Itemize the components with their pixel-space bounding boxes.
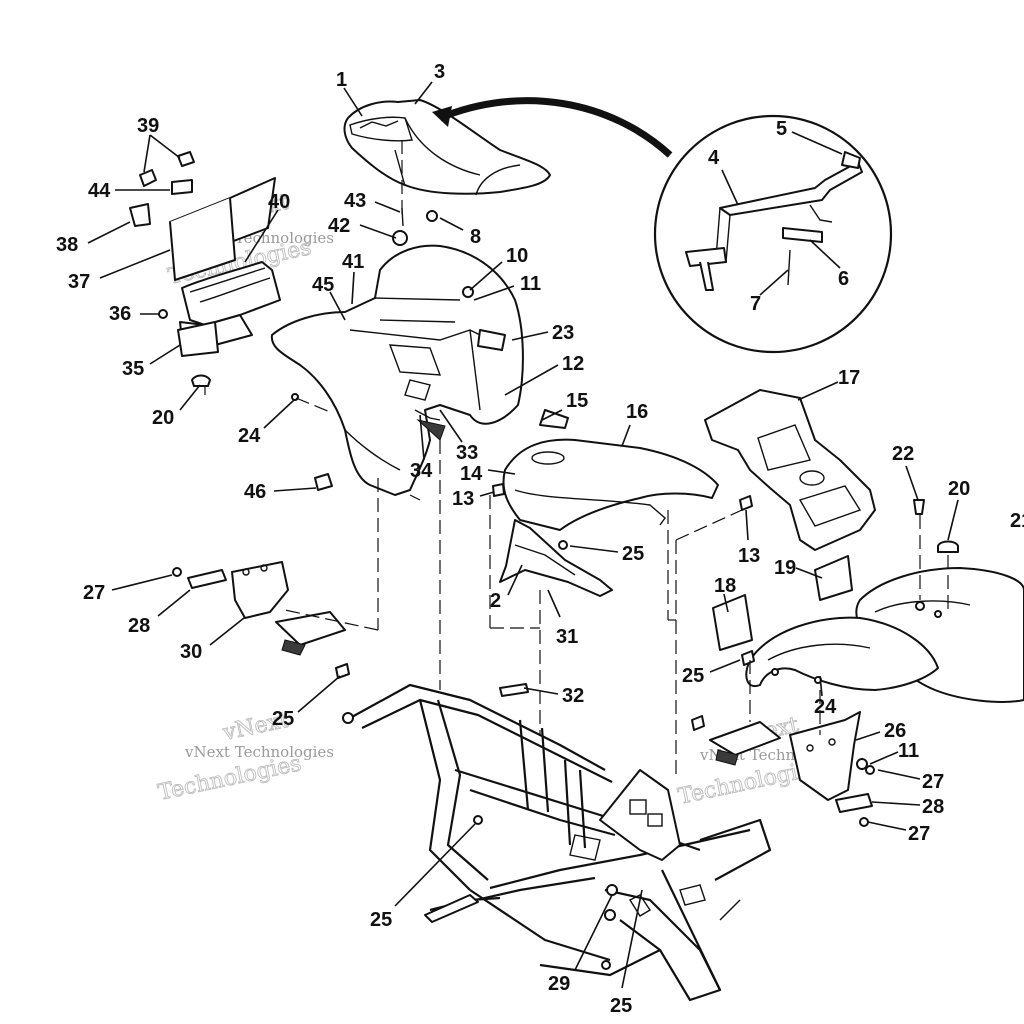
callout-27: 27 bbox=[908, 823, 930, 845]
callouts: 1 3 39 44 40 38 37 43 42 8 10 11 41 45 3… bbox=[56, 61, 1024, 1017]
callout-15: 15 bbox=[566, 390, 588, 412]
callout-20: 20 bbox=[948, 478, 970, 500]
detail-arrow bbox=[438, 97, 673, 158]
side-panel bbox=[499, 519, 613, 597]
callout-13: 13 bbox=[452, 488, 474, 510]
callout-25: 25 bbox=[622, 543, 644, 565]
callout-35: 35 bbox=[122, 358, 144, 380]
main-frame bbox=[342, 683, 772, 1002]
callout-21: 21 bbox=[1010, 510, 1024, 532]
callout-25: 25 bbox=[610, 995, 632, 1017]
callout-32: 32 bbox=[562, 685, 584, 707]
callout-16: 16 bbox=[626, 401, 648, 423]
callout-19: 19 bbox=[774, 557, 796, 579]
callout-5: 5 bbox=[776, 118, 787, 140]
callout-45: 45 bbox=[312, 274, 334, 296]
callout-25: 25 bbox=[682, 665, 704, 687]
callout-11: 11 bbox=[520, 273, 541, 295]
callout-28: 28 bbox=[922, 796, 944, 818]
rear-fender bbox=[270, 207, 524, 496]
callout-42: 42 bbox=[328, 215, 350, 237]
callout-24: 24 bbox=[814, 696, 837, 718]
callout-31: 31 bbox=[556, 626, 578, 648]
callout-24: 24 bbox=[238, 425, 261, 447]
callout-26: 26 bbox=[884, 720, 906, 742]
callout-33: 33 bbox=[456, 442, 478, 464]
callout-17: 17 bbox=[838, 367, 860, 389]
callout-14: 14 bbox=[460, 463, 483, 485]
callout-36: 36 bbox=[109, 303, 131, 325]
front-panel bbox=[492, 409, 719, 531]
callout-40: 40 bbox=[268, 191, 290, 213]
callout-25: 25 bbox=[272, 708, 294, 730]
callout-11: 11 bbox=[898, 740, 919, 762]
callout-10: 10 bbox=[506, 245, 528, 267]
callout-20: 20 bbox=[152, 407, 174, 429]
battery-box bbox=[129, 151, 281, 387]
callout-41: 41 bbox=[342, 251, 364, 273]
front-mudflap-right bbox=[691, 650, 875, 827]
callout-4: 4 bbox=[708, 147, 720, 169]
callout-43: 43 bbox=[344, 190, 366, 212]
callout-18: 18 bbox=[714, 575, 736, 597]
callout-29: 29 bbox=[548, 973, 570, 995]
seat-latch-detail bbox=[653, 114, 893, 354]
callout-12: 12 bbox=[562, 353, 584, 375]
watermark-line2: vNext Technologies bbox=[184, 743, 334, 761]
detail-arrow-head bbox=[432, 106, 452, 127]
callout-30: 30 bbox=[180, 641, 202, 663]
callout-27: 27 bbox=[922, 771, 944, 793]
callout-39: 39 bbox=[137, 115, 159, 137]
callout-28: 28 bbox=[128, 615, 150, 637]
assembly-lines bbox=[204, 140, 949, 780]
callout-27: 27 bbox=[83, 582, 105, 604]
callout-46: 46 bbox=[244, 481, 266, 503]
leader-lines bbox=[87, 81, 959, 989]
callout-13: 13 bbox=[738, 545, 760, 567]
callout-3: 3 bbox=[434, 61, 445, 83]
callout-25: 25 bbox=[370, 909, 392, 931]
callout-44: 44 bbox=[88, 180, 111, 202]
callout-38: 38 bbox=[56, 234, 78, 256]
watermark-bottom-left: vNext vNext Technologies Technologies bbox=[156, 707, 334, 806]
rear-mudflap-left bbox=[172, 561, 350, 679]
callout-22: 22 bbox=[892, 443, 914, 465]
seat bbox=[343, 99, 551, 196]
callout-6: 6 bbox=[838, 268, 849, 290]
front-fender-left bbox=[712, 555, 939, 691]
callout-8: 8 bbox=[470, 226, 481, 248]
callout-7: 7 bbox=[750, 293, 761, 315]
callout-23: 23 bbox=[552, 322, 574, 344]
callout-37: 37 bbox=[68, 271, 90, 293]
front-cover bbox=[704, 389, 876, 551]
callout-34: 34 bbox=[410, 460, 433, 482]
callout-1: 1 bbox=[336, 69, 347, 91]
callout-2: 2 bbox=[490, 590, 501, 612]
